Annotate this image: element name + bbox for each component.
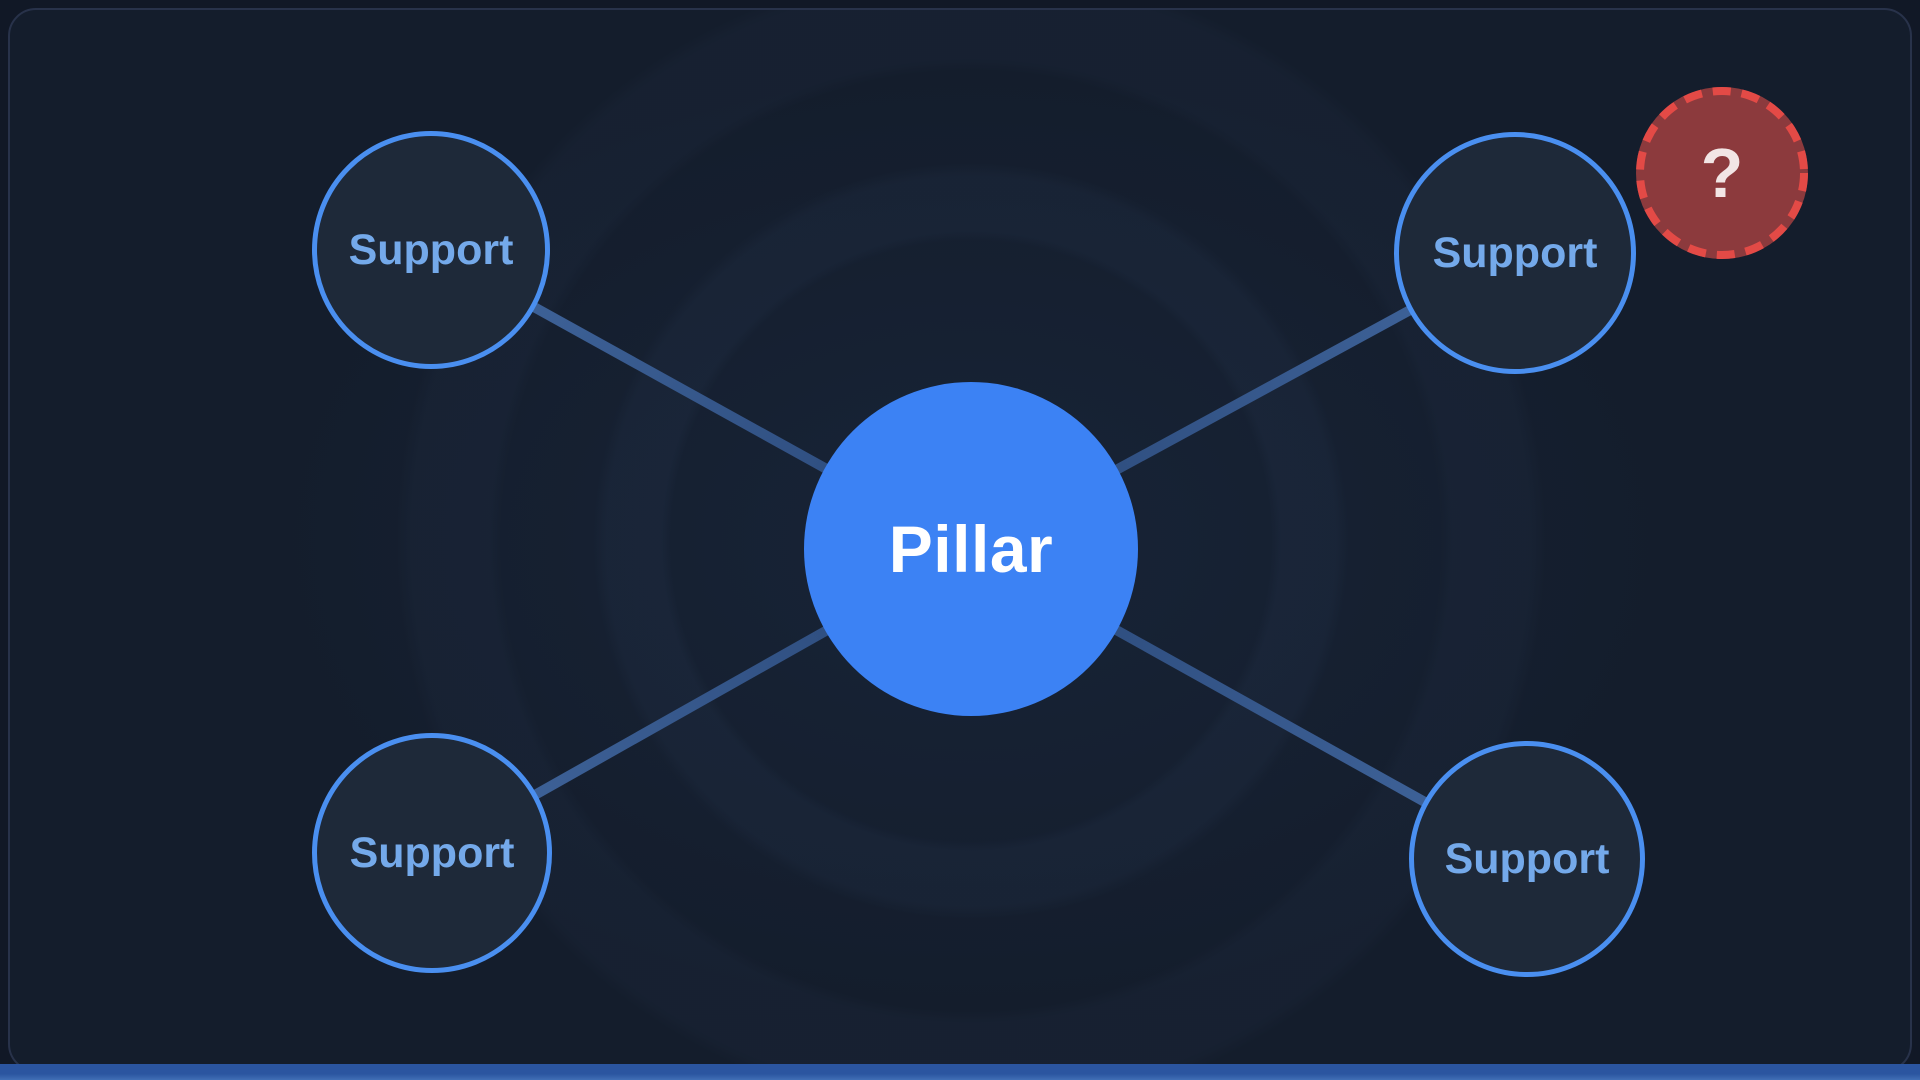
node-label-pillar: Pillar <box>888 512 1054 586</box>
node-unknown-slot[interactable]: ? <box>1636 87 1808 259</box>
node-support-top-right[interactable]: Support <box>1394 132 1636 374</box>
node-support-top-left[interactable]: Support <box>312 131 550 369</box>
bottom-bar <box>0 1064 1920 1080</box>
node-label-support-bottom-left: Support <box>349 828 515 877</box>
node-label-support-top-right: Support <box>1432 228 1598 277</box>
node-label-support-bottom-right: Support <box>1444 834 1610 883</box>
node-label-support-top-left: Support <box>348 225 514 274</box>
node-support-bottom-left[interactable]: Support <box>312 733 552 973</box>
node-pillar[interactable]: Pillar <box>804 382 1138 716</box>
node-label-unknown-slot: ? <box>1700 134 1744 212</box>
dashed-ring-icon <box>1636 87 1808 259</box>
node-support-bottom-right[interactable]: Support <box>1409 741 1645 977</box>
